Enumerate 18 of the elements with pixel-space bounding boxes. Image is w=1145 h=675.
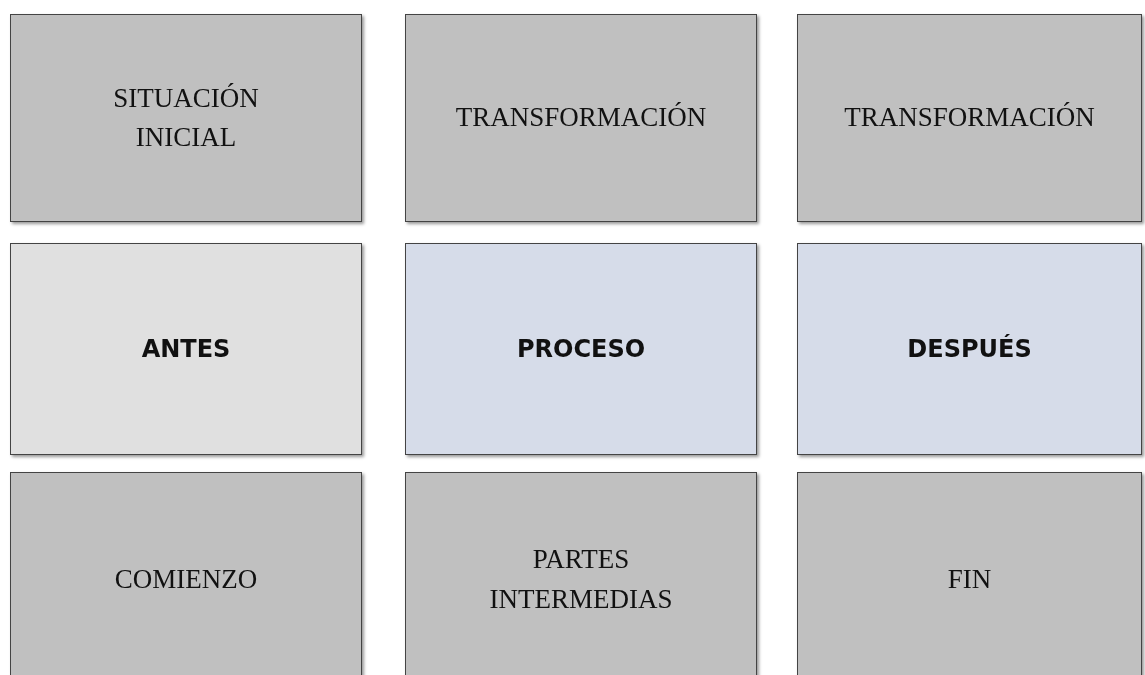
- text-box: [405, 14, 757, 222]
- box-label: TRANSFORMACIÓN: [455, 101, 707, 135]
- box-label: TRANSFORMACIÓN: [844, 101, 1095, 135]
- box-label: SITUACIÓN INICIAL: [112, 81, 260, 154]
- text-box: [405, 243, 757, 455]
- box-label: PROCESO: [516, 333, 646, 365]
- text-box: [405, 472, 757, 675]
- text-box: [797, 472, 1142, 675]
- text-box: [10, 14, 362, 222]
- box-label: PARTES INTERMEDIAS: [488, 543, 674, 616]
- text-box: [10, 243, 362, 455]
- text-box: [797, 14, 1142, 222]
- box-label: COMIENZO: [114, 562, 258, 596]
- text-box: [797, 243, 1142, 455]
- text-box: [10, 472, 362, 675]
- box-label: ANTES: [141, 333, 231, 365]
- box-label: DESPUÉS: [907, 333, 1032, 365]
- box-label: FIN: [947, 562, 992, 596]
